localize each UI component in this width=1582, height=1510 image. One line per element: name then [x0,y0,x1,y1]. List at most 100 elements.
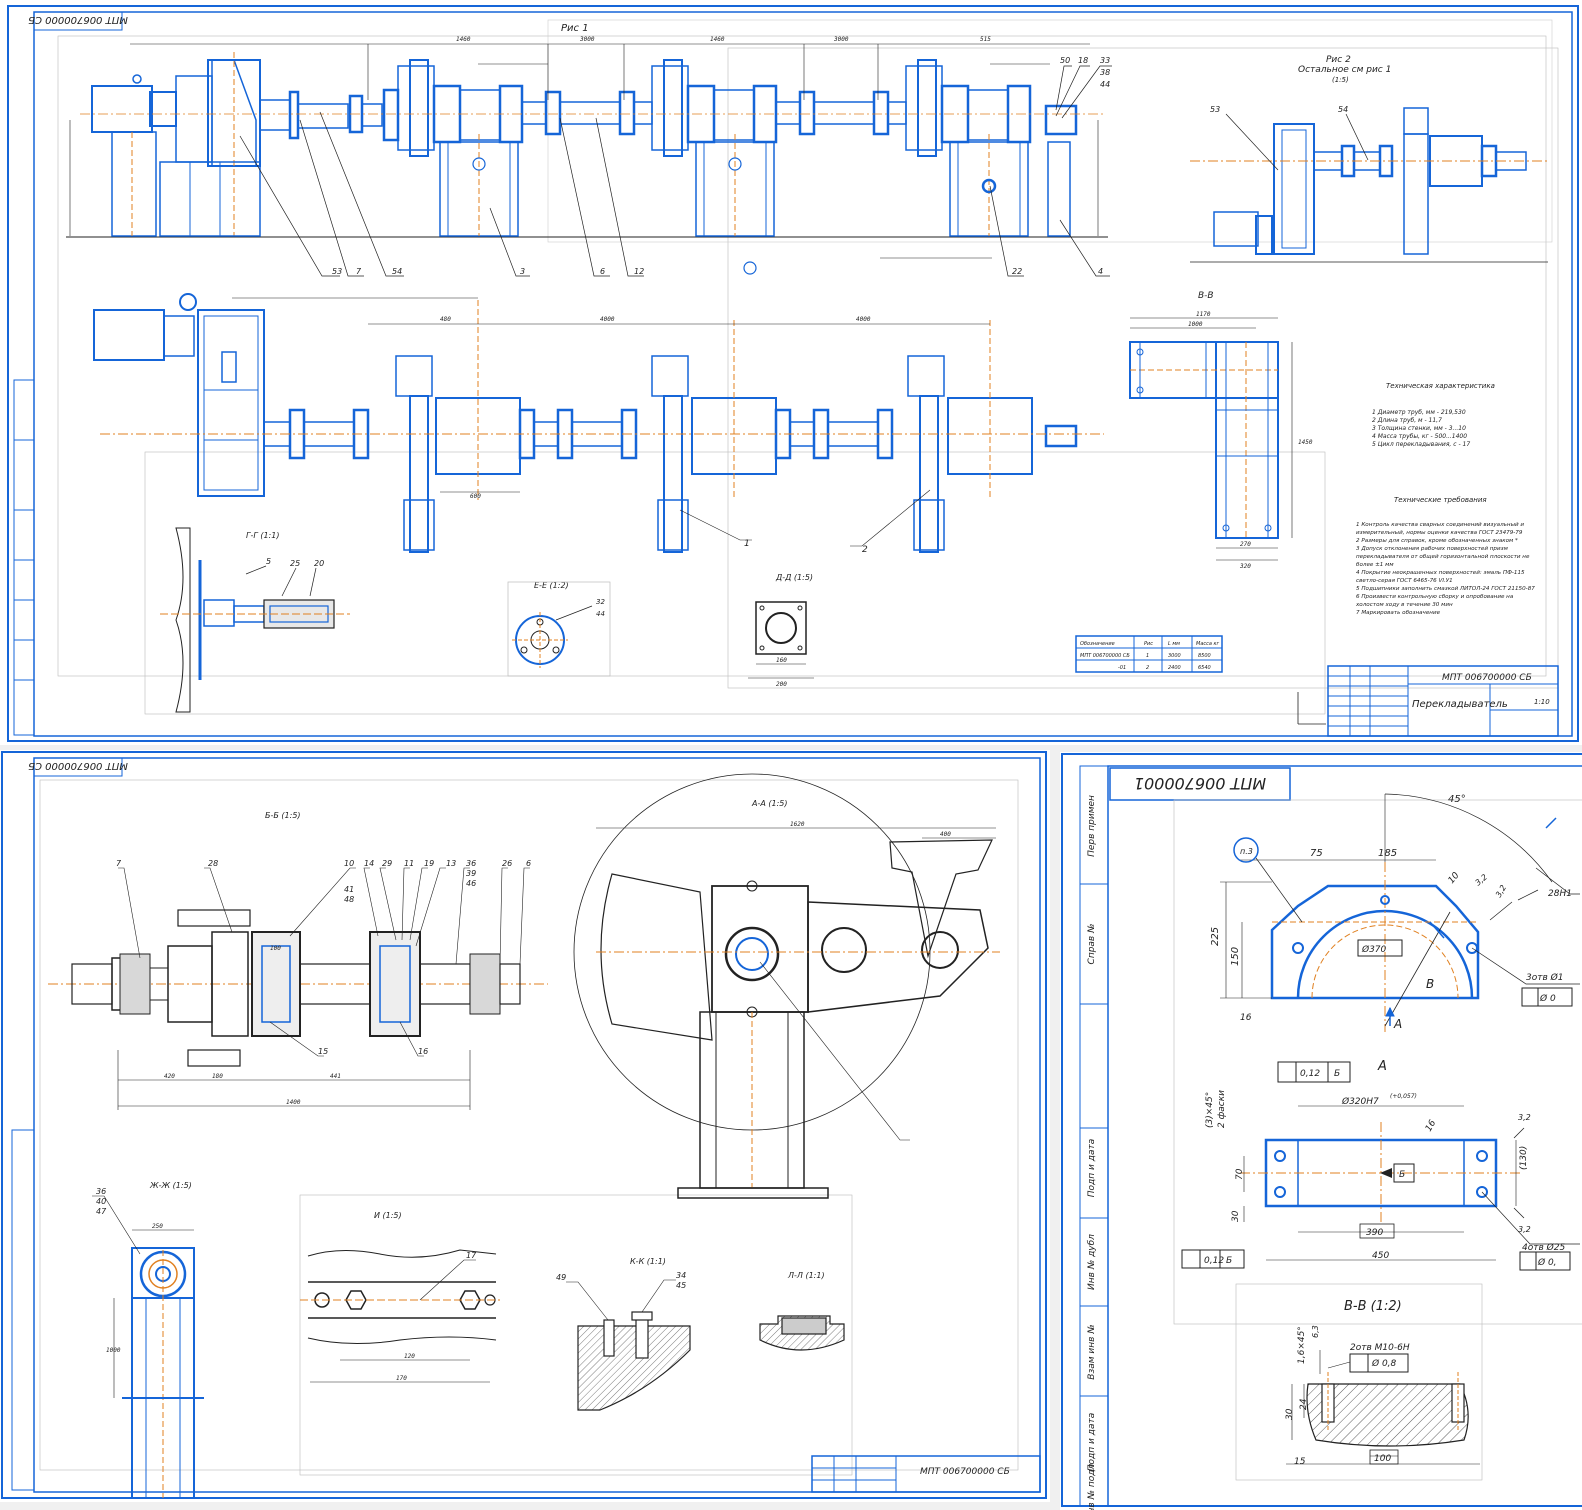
dim-top-5: 515 [980,36,991,43]
leader-4: 4 [1098,267,1103,276]
variants-r1-c2: 1 [1146,653,1149,659]
side-label-1: Перв примен [1087,795,1097,857]
variants-h-1: Обозначение [1080,641,1115,647]
dim-top-3: 1460 [710,36,725,43]
dim-mid-2: 4000 [856,316,871,323]
title-block-1-scale: 1:10 [1534,698,1550,706]
view-gg-label: Г-Г (1:1) [246,531,279,540]
view-bb-label: Б-Б (1:5) [265,811,301,820]
dia-320-tol: (+0,057) [1390,1093,1417,1100]
leader-bb-26: 26 [502,859,512,868]
variants-table [1075,635,1223,673]
leader-zhzh-47: 47 [96,1207,107,1216]
dim-top-1: 1460 [456,36,471,43]
leader-fig2-54: 54 [1338,105,1348,114]
top-elevation-view [66,52,1108,275]
leader-12: 12 [634,267,644,276]
leader-bb-28: 28 [208,859,218,868]
dim-185: 185 [1378,848,1397,859]
datum-b: Б [1399,1170,1405,1180]
fig2-label: Рис 2 [1326,55,1351,65]
title-block-1-name: Перекладыватель [1412,699,1508,710]
angle-45: 45° [1448,794,1466,805]
dia-320: Ø320Н7 [1341,1096,1379,1107]
side-label-5: Взам инв № [1087,1324,1097,1379]
callout-p3: п.3 [1240,847,1253,856]
dim-bb-5: 1400 [286,1099,301,1106]
view-zhzh-label: Ж-Ж (1:5) [149,1181,192,1190]
view-bb [48,909,548,1067]
dim-bb-3: 100 [270,945,281,952]
leader-bb-7: 7 [116,859,122,868]
view-gg [160,527,350,713]
leader-22: 22 [1012,267,1022,276]
leader-gg-25: 25 [290,559,300,568]
leader-bb-6: 6 [526,859,531,868]
fig2-view [1190,107,1548,255]
flat-012-bot: 0,12 [1204,1256,1224,1266]
dim-dd-1: 160 [776,657,787,664]
leader-38: 38 [1100,68,1110,77]
dim-63: 6,3 [1311,1325,1320,1338]
dim-top-4: 3000 [833,36,849,43]
dim-10: 10 [1447,871,1462,886]
section-arrow-a: A [1393,1017,1402,1031]
label-b: B [1426,977,1434,991]
tech-req-3: 2 Размеры для справок, кроме обозначенны… [1356,538,1518,544]
tech-char-1: 1 Диаметр труб, мм - 219,530 [1372,409,1466,416]
dim-225: 225 [1210,927,1221,946]
leader-zhzh-40: 40 [96,1197,106,1206]
dim-vv-1: 1170 [1196,311,1211,318]
side-label-7: Инв № подл [1087,1464,1097,1510]
dim-16: 16 [1240,1013,1252,1023]
plan-view [93,293,1104,553]
leader-gg-20: 20 [314,559,324,568]
part-sheet-3: Перв примен Справ № Подп и дата Инв № ду… [1060,752,1582,1510]
fit-28h: 28H1 [1548,889,1572,899]
leader-53: 53 [332,267,342,276]
dim-390: 390 [1366,1228,1383,1238]
variants-r2-c1: -01 [1118,665,1126,671]
chamfer2: 1,6×45° [1297,1326,1307,1364]
dim-ii-1: 120 [404,1353,415,1360]
leader-50: 50 [1060,56,1070,65]
leader-kk-45: 45 [676,1281,686,1290]
tech-req-title: Технические требования [1394,496,1487,504]
dim-mid-4: 600 [470,493,481,500]
leader-bb-13: 13 [446,859,456,868]
assembly-sheet-2: МПТ 006700000 СБ Б-Б (1:5) [0,750,1050,1502]
side-label-6: Подп и дата [1087,1413,1097,1471]
variants-h-4: Масса кг [1196,641,1220,647]
tol-thread: Ø 0,8 [1371,1358,1397,1369]
tech-req-11: холостом ходу в течение 30 мин [1355,602,1453,608]
leader-bb-14: 14 [364,859,374,868]
leader-ii-17: 17 [466,1251,477,1260]
half-ring-view [1220,793,1580,1032]
title-block-2-code: МПТ 006700000 СБ [920,1467,1010,1477]
dim-bb-2: 180 [212,1073,223,1080]
dim-30b: 30 [1285,1408,1295,1420]
view-ee-label: Е-Е (1:2) [534,581,569,590]
dim-150: 150 [1230,947,1241,966]
variants-r2-c2: 2 [1146,665,1149,671]
part-drawing: Перв примен Справ № Подп и дата Инв № ду… [1061,753,1582,1510]
dim-100: 100 [1374,1454,1391,1464]
tech-char-title: Техническая характеристика [1386,382,1495,390]
view-ll-label: Л-Л (1:1) [787,1271,825,1280]
leader-44: 44 [1100,80,1110,89]
view-aa-label: А-А (1:5) [751,799,788,808]
variants-r2-c3: 2400 [1168,665,1181,671]
dim-15: 15 [1294,1457,1306,1467]
view-ll [759,1315,845,1351]
variants-r2-c4: 6540 [1198,665,1211,671]
leader-bb-29: 29 [382,859,392,868]
view-a [1181,1061,1580,1271]
variants-r1-c4: 8500 [1198,653,1211,659]
leader-18: 18 [1078,56,1088,65]
view-dd [748,601,814,679]
tech-requirements: Технические требования 1 Контроль качест… [1355,496,1535,616]
dim-bb-1: 420 [164,1073,175,1080]
dia-370: Ø370 [1361,944,1387,955]
view-a-label: A [1377,1059,1387,1074]
chamfer: (3)×45° [1205,1092,1215,1128]
